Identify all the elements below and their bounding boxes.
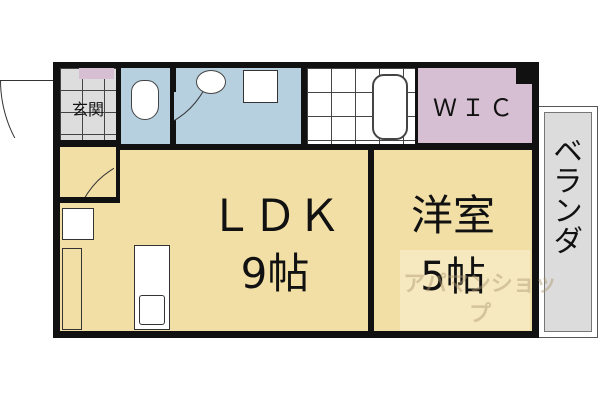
ldk-label: ＬＤＫ — [209, 191, 341, 242]
wic-room — [418, 68, 532, 143]
kitchen-counter — [134, 245, 170, 330]
fridge-space-icon — [62, 208, 94, 240]
bathtub-icon — [372, 74, 408, 140]
toilet-icon — [131, 80, 159, 120]
stove-icon — [139, 295, 165, 325]
washer-pan-icon — [243, 70, 278, 103]
watermark: アパマンショップ — [403, 272, 557, 327]
entrance-label: 玄関 — [71, 100, 104, 119]
entrance — [60, 68, 116, 140]
washroom — [176, 68, 301, 144]
wic-label: ＷＩＣ — [433, 94, 517, 122]
ldk-size: 9帖 — [240, 249, 310, 298]
sink-icon — [196, 70, 226, 94]
western-label: 洋室 — [410, 191, 495, 240]
veranda — [538, 106, 598, 338]
veranda-label: ベランダ — [547, 135, 582, 255]
western-size: 5帖 — [420, 254, 486, 300]
